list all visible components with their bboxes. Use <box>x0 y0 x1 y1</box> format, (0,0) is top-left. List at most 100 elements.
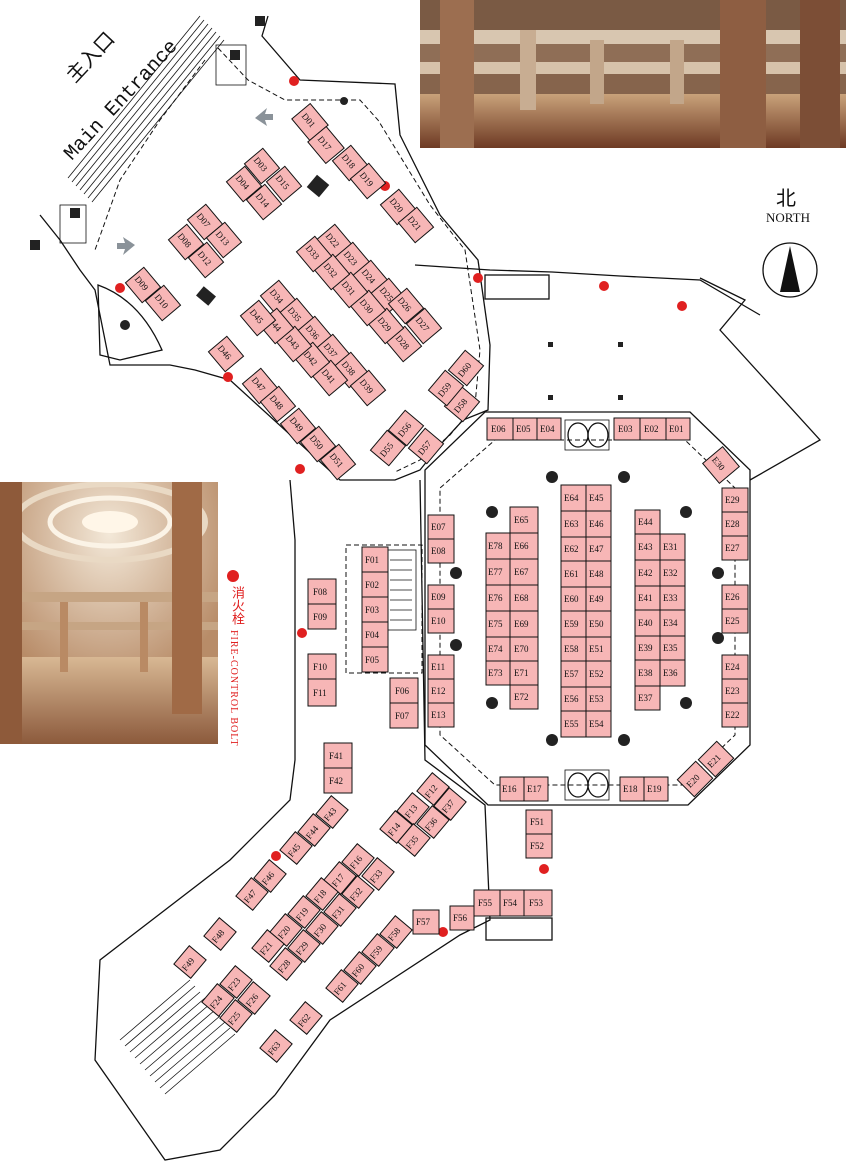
escalator-zone-f <box>345 544 423 674</box>
booth-E59: E59 <box>564 619 579 629</box>
booth-E24: E24 <box>725 662 740 672</box>
booth-E47: E47 <box>589 544 604 554</box>
booth-E70: E70 <box>514 644 529 654</box>
booth-E55: E55 <box>564 719 579 729</box>
booth-E06: E06 <box>491 424 506 434</box>
booth-F02: F02 <box>365 580 379 590</box>
escalator-steps-f <box>385 549 417 631</box>
booth-E44: E44 <box>638 517 653 527</box>
escalator-e-north <box>564 419 610 451</box>
booth-E51: E51 <box>589 644 604 654</box>
booth-E07: E07 <box>431 522 446 532</box>
booth-E18: E18 <box>623 784 638 794</box>
booth-E25: E25 <box>725 616 740 626</box>
booth-E13: E13 <box>431 710 446 720</box>
booth-E50: E50 <box>589 619 604 629</box>
booth-E53: E53 <box>589 694 604 704</box>
booth-E49: E49 <box>589 594 604 604</box>
booth-E02: E02 <box>644 424 659 434</box>
booth-E39: E39 <box>638 643 653 653</box>
booth-F57: F57 <box>416 917 431 927</box>
booth-F07: F07 <box>395 711 410 721</box>
escalator-e-south <box>564 769 610 801</box>
booth-E71: E71 <box>514 668 529 678</box>
booth-E64: E64 <box>564 493 579 503</box>
booth-E17: E17 <box>527 784 542 794</box>
fire-control-label-en: FIRE-CONTROL BOLT <box>228 630 239 747</box>
booth-E45: E45 <box>589 493 604 503</box>
booth-E22: E22 <box>725 710 740 720</box>
booth-E32: E32 <box>663 568 678 578</box>
booth-E48: E48 <box>589 569 604 579</box>
entry-arrow-icon <box>255 108 273 126</box>
north-label-en: NORTH <box>766 210 810 225</box>
service-room-south <box>485 917 553 941</box>
booths-hall-e-center: E07 E08 E09 E10 E11 E12 E13 E65 E78 E66 … <box>427 484 749 802</box>
fire-control-label-cn: 消火栓 <box>230 586 245 625</box>
atrium-photo-left <box>0 482 218 744</box>
booth-F42: F42 <box>329 776 343 786</box>
booth-E52: E52 <box>589 669 604 679</box>
booth-E28: E28 <box>725 519 740 529</box>
booth-E12: E12 <box>431 686 446 696</box>
booth-E29: E29 <box>725 495 740 505</box>
booth-E05: E05 <box>516 424 531 434</box>
booth-E60: E60 <box>564 594 579 604</box>
booth-F10: F10 <box>313 662 328 672</box>
booth-E01: E01 <box>669 424 684 434</box>
hall-d-inner-wall <box>217 47 481 473</box>
booth-E66: E66 <box>514 541 529 551</box>
booth-E16: E16 <box>502 784 517 794</box>
booth-E23: E23 <box>725 686 740 696</box>
booth-E68: E68 <box>514 593 529 603</box>
booth-E56: E56 <box>564 694 579 704</box>
hall-de-connector-wall <box>414 264 761 316</box>
booth-E74: E74 <box>488 644 503 654</box>
north-compass-icon <box>762 242 818 298</box>
booth-F08: F08 <box>313 587 328 597</box>
booth-E58: E58 <box>564 644 579 654</box>
booth-E31: E31 <box>663 542 678 552</box>
booth-E69: E69 <box>514 619 529 629</box>
booths-hall-e-top: E06 E05 E04 E03 E02 E01 E30 <box>486 417 741 485</box>
service-room-north <box>484 274 550 300</box>
booth-E27: E27 <box>725 543 740 553</box>
booth-E72: E72 <box>514 692 529 702</box>
structural-pillars <box>120 97 724 746</box>
entrance-stair-blocks <box>30 16 265 250</box>
fire-hydrant-markers <box>115 76 687 937</box>
south-entrance-stairs <box>119 979 236 1095</box>
booth-E62: E62 <box>564 544 579 554</box>
booth-F05: F05 <box>365 655 380 665</box>
booth-E33: E33 <box>663 593 678 603</box>
booth-E26: E26 <box>725 592 740 602</box>
booth-F53: F53 <box>529 898 544 908</box>
booth-E11: E11 <box>431 662 445 672</box>
booth-E34: E34 <box>663 618 678 628</box>
booth-E19: E19 <box>647 784 662 794</box>
exit-arrow-icon <box>117 237 135 255</box>
booth-E73: E73 <box>488 668 503 678</box>
booth-E04: E04 <box>540 424 555 434</box>
booth-E65: E65 <box>514 515 529 525</box>
booth-F04: F04 <box>365 630 380 640</box>
booth-E75: E75 <box>488 619 503 629</box>
booth-F11: F11 <box>313 688 327 698</box>
booth-E61: E61 <box>564 569 579 579</box>
atrium-photo-left-image <box>0 482 218 744</box>
booth-E63: E63 <box>564 519 579 529</box>
entrance-inner-line <box>94 59 206 251</box>
booth-F06: F06 <box>395 686 410 696</box>
legend-hydrant-icon <box>227 570 239 582</box>
east-wing-wall <box>699 277 822 481</box>
atrium-photo-top <box>420 0 846 148</box>
booth-E54: E54 <box>589 719 604 729</box>
hall-d-outer-wall <box>39 15 491 481</box>
booth-F09: F09 <box>313 612 328 622</box>
booth-F55: F55 <box>478 898 493 908</box>
booth-F41: F41 <box>329 751 343 761</box>
booth-E41: E41 <box>638 593 653 603</box>
booth-E08: E08 <box>431 546 446 556</box>
booth-F03: F03 <box>365 605 380 615</box>
